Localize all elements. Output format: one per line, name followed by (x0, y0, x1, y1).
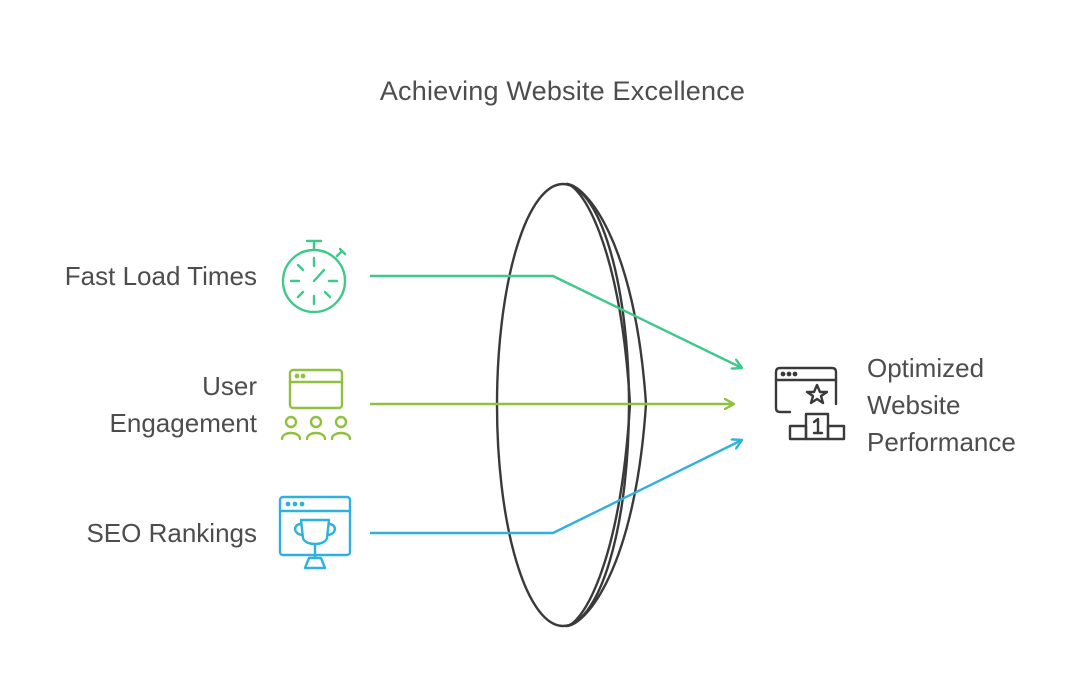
audience-icon (280, 368, 352, 441)
trophy-browser-icon (278, 495, 352, 570)
output-label: Optimized Website Performance (867, 350, 1016, 461)
input-label-user-engagement: User Engagement (110, 368, 257, 442)
input-label-seo-rankings: SEO Rankings (86, 515, 257, 552)
label-line: Fast Load Times (64, 261, 257, 291)
label-line: Performance (867, 427, 1016, 457)
diagram-title: Achieving Website Excellence (379, 76, 746, 106)
stopwatch-icon (281, 239, 347, 314)
connector-fast-load-times (370, 274, 742, 368)
label-line: User (202, 371, 257, 401)
podium-browser-icon (774, 366, 846, 441)
label-line: Engagement (109, 408, 257, 438)
label-line: SEO Rankings (86, 518, 257, 548)
input-label-fast-load-times: Fast Load Times (65, 258, 257, 295)
label-line: Website (867, 390, 961, 420)
label-line: Optimized (867, 353, 985, 383)
connector-seo-rankings (370, 440, 742, 535)
